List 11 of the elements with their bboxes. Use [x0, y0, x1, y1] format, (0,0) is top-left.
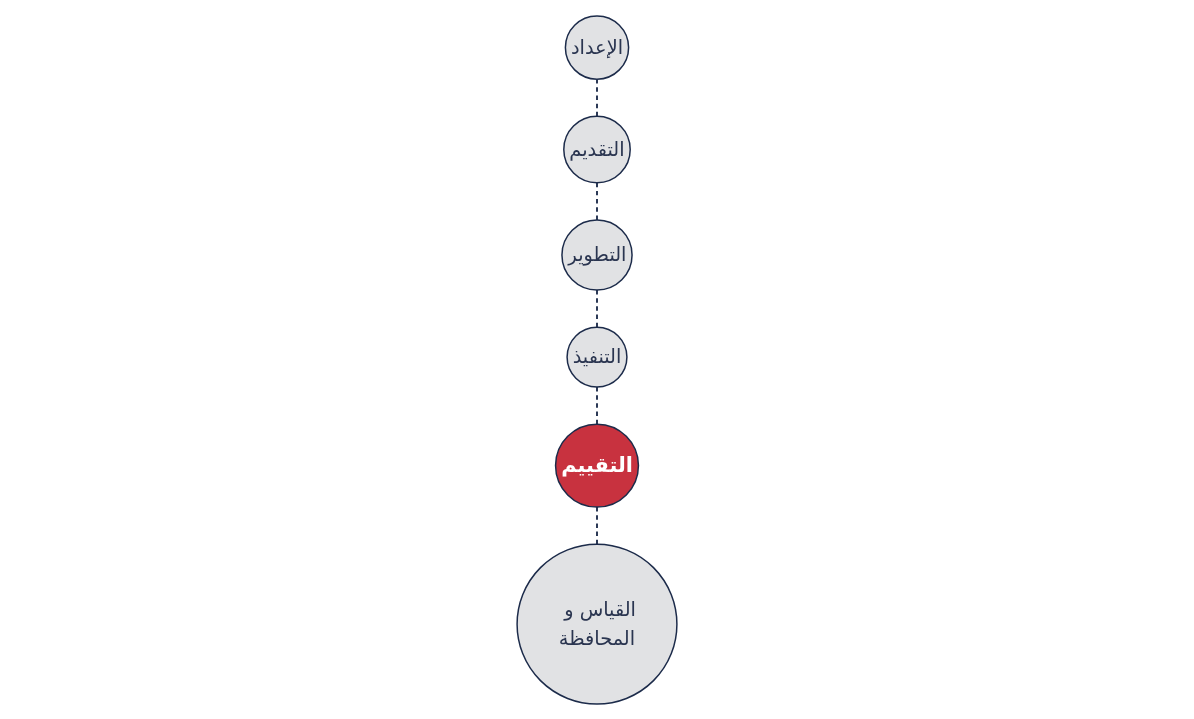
node-circle: التقييم: [554, 422, 640, 508]
node-circle: التقديم: [563, 115, 631, 183]
node-circle: الإعداد: [564, 14, 630, 80]
connector: [596, 505, 598, 545]
node-circle: التطوير: [561, 218, 633, 291]
connector: [596, 288, 598, 328]
connector: [596, 181, 598, 221]
connector: [596, 77, 598, 117]
node-circle: التنفيذ: [566, 325, 628, 388]
node-circle: القياس و المحافظة: [516, 543, 678, 705]
connector: [596, 385, 598, 425]
